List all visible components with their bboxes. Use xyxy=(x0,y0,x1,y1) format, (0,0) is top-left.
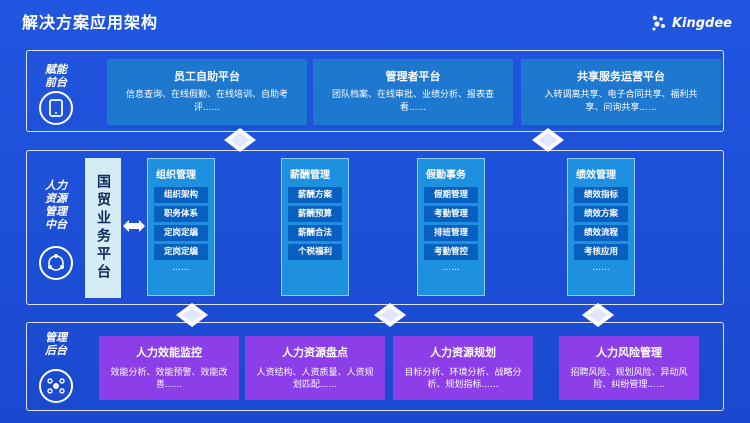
network-icon xyxy=(39,246,73,280)
front-card-title: 管理者平台 xyxy=(385,70,441,83)
updown-arrow-icon xyxy=(374,303,406,327)
back-card-desc: 人资结构、人资质量、人资规划匹配...... xyxy=(256,368,374,390)
front-layer-label: 赋能 前台 xyxy=(31,63,81,89)
tablet-icon xyxy=(39,91,73,125)
hub-icon xyxy=(39,369,73,403)
middle-label-text: 人力 资源 管理 中台 xyxy=(45,179,67,231)
back-card-desc: 目标分析、环境分析、战略分析、规划指标...... xyxy=(404,368,522,390)
front-card-desc: 团队档案、在线审批、业绩分析、报表查看...... xyxy=(331,90,494,113)
logo: Kingdee xyxy=(650,14,732,32)
back-label-text: 管理 后台 xyxy=(45,331,67,357)
bidirectional-arrow-icon xyxy=(123,220,145,232)
middle-layer-label: 人力 资源 管理 中台 xyxy=(31,179,81,231)
back-card-title: 人力资源盘点 xyxy=(282,346,348,359)
back-card-efficiency: 人力效能监控 效能分析、效能预警、效能改善...... xyxy=(99,336,239,400)
column-item: 组织架构 xyxy=(154,187,208,203)
column-more: ...... xyxy=(172,263,190,273)
updown-arrow-icon xyxy=(176,303,208,327)
column-more: ...... xyxy=(592,263,610,273)
column-item: 个税福利 xyxy=(288,244,342,260)
column-title: 绩效管理 xyxy=(576,170,616,181)
kingdee-dots-icon xyxy=(652,15,665,31)
column-item: 薪酬合法 xyxy=(288,225,342,241)
back-card-title: 人力风险管理 xyxy=(596,346,662,359)
column-title: 假勤事务 xyxy=(426,170,466,181)
front-card-desc: 信息查询、在线假勤、在线培训、自助考评...... xyxy=(125,90,288,113)
front-layer: 赋能 前台 员工自助平台 信息查询、在线假勤、在线培训、自助考评...... 管… xyxy=(26,50,724,132)
column-salary: 薪酬管理 薪酬方案 薪酬预算 薪酬合法 个税福利 xyxy=(281,158,349,296)
front-card-title: 共享服务运营平台 xyxy=(577,70,665,83)
column-item: 薪酬预算 xyxy=(288,206,342,222)
column-item: 假期管理 xyxy=(424,187,478,203)
front-card-desc: 入转调离共享、电子合同共享、福利共享、问询共享...... xyxy=(544,90,698,113)
updown-arrow-icon xyxy=(224,128,256,152)
column-performance: 绩效管理 绩效指标 绩效方案 绩效流程 考核应用 ...... xyxy=(567,158,635,296)
column-item: 定岗定编 xyxy=(154,225,208,241)
updown-arrow-icon xyxy=(582,303,614,327)
back-card-title: 人力资源规划 xyxy=(430,346,496,359)
front-card-manager: 管理者平台 团队档案、在线审批、业绩分析、报表查看...... xyxy=(313,59,513,125)
column-attendance: 假勤事务 假期管理 考勤管理 排班管理 考勤管控 ...... xyxy=(417,158,485,296)
logo-text: Kingdee xyxy=(671,15,732,31)
guomao-platform: 国贸业务平台 xyxy=(85,158,121,298)
back-layer: 管理 后台 人力效能监控 效能分析、效能预警、效能改善...... 人力资源盘点… xyxy=(26,322,724,411)
page-title: 解决方案应用架构 xyxy=(22,13,159,32)
column-title: 组织管理 xyxy=(156,170,196,181)
front-label-text: 赋能 前台 xyxy=(45,63,67,89)
back-layer-label: 管理 后台 xyxy=(31,331,81,357)
column-item: 定岗定编 xyxy=(154,244,208,260)
column-item: 考勤管控 xyxy=(424,244,478,260)
back-card-desc: 效能分析、效能预警、效能改善...... xyxy=(110,368,228,390)
column-org: 组织管理 组织架构 职务体系 定岗定编 定岗定编 ...... xyxy=(147,158,215,296)
column-title: 薪酬管理 xyxy=(290,170,330,181)
front-card-employee: 员工自助平台 信息查询、在线假勤、在线培训、自助考评...... xyxy=(107,59,307,125)
column-item: 绩效指标 xyxy=(574,187,628,203)
column-item: 考核应用 xyxy=(574,244,628,260)
front-card-shared-service: 共享服务运营平台 入转调离共享、电子合同共享、福利共享、问询共享...... xyxy=(521,59,721,125)
column-more: ...... xyxy=(442,263,460,273)
column-item: 绩效流程 xyxy=(574,225,628,241)
back-card-inventory: 人力资源盘点 人资结构、人资质量、人资规划匹配...... xyxy=(245,336,385,400)
back-card-planning: 人力资源规划 目标分析、环境分析、战略分析、规划指标...... xyxy=(393,336,533,400)
column-item: 薪酬方案 xyxy=(288,187,342,203)
column-item: 职务体系 xyxy=(154,206,208,222)
back-card-title: 人力效能监控 xyxy=(136,346,202,359)
front-card-title: 员工自助平台 xyxy=(174,70,240,83)
updown-arrow-icon xyxy=(532,128,564,152)
middle-layer: 人力 资源 管理 中台 国贸业务平台 组织管理 组织架构 职务体系 定岗定编 定… xyxy=(26,150,724,305)
back-card-risk: 人力风险管理 招聘风险、规划风险、异动风险、纠纷管理...... xyxy=(559,336,699,400)
column-item: 考勤管理 xyxy=(424,206,478,222)
back-card-desc: 招聘风险、规划风险、异动风险、纠纷管理...... xyxy=(570,368,688,390)
column-item: 绩效方案 xyxy=(574,206,628,222)
column-item: 排班管理 xyxy=(424,225,478,241)
